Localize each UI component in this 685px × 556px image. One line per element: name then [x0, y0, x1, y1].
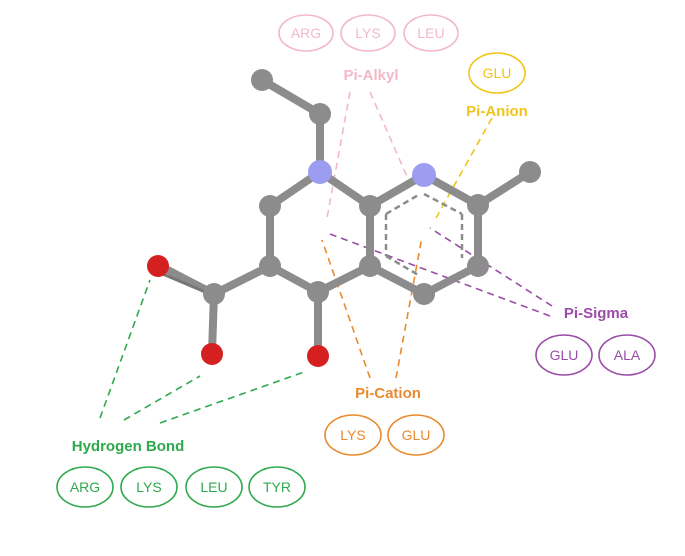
carbon-atom [309, 103, 331, 125]
carbon-atom [413, 283, 435, 305]
residue-label: GLU [550, 347, 579, 363]
residue-label: LYS [136, 479, 161, 495]
hbond-line-2 [123, 375, 201, 421]
residue-pill[interactable] [468, 52, 526, 94]
pi-alkyl-group: ARG LYS LEU Pi-Alkyl [278, 14, 459, 84]
residue-pill[interactable] [56, 466, 114, 508]
hbond-line-3 [159, 371, 305, 424]
carbon-atom [307, 281, 329, 303]
pi-alkyl-line-1 [326, 91, 351, 219]
pi-sigma-line-1 [329, 233, 551, 317]
nitrogen-atom [412, 163, 436, 187]
nitrogen-atom [308, 160, 332, 184]
molecule-atoms [147, 69, 541, 367]
oxygen-atom [307, 345, 329, 367]
oxygen-atom [201, 343, 223, 365]
aromatic-dashes [261, 192, 464, 278]
carbon-atom [467, 255, 489, 277]
residue-pill[interactable] [598, 334, 656, 376]
residue-pill[interactable] [120, 466, 178, 508]
pi-sigma-label: Pi-Sigma [564, 305, 629, 322]
residue-label: LEU [417, 25, 444, 41]
residue-label: TYR [263, 479, 291, 495]
pi-sigma-line-2 [429, 227, 553, 307]
carbon-atom [359, 255, 381, 277]
residue-label: LYS [340, 427, 365, 443]
hydrogen-bond-group: Hydrogen Bond ARG LYS LEU TYR [56, 438, 306, 508]
residue-label: GLU [402, 427, 431, 443]
pi-anion-label: Pi-Anion [466, 103, 528, 120]
carbon-atom [259, 195, 281, 217]
pi-alkyl-label: Pi-Alkyl [343, 67, 398, 84]
pi-alkyl-line-2 [369, 91, 413, 189]
pi-cation-group: Pi-Cation LYS GLU [324, 385, 445, 456]
carbon-atom [359, 195, 381, 217]
hydrogen-bond-label: Hydrogen Bond [72, 438, 185, 455]
carbon-atom [467, 194, 489, 216]
residue-label: ARG [291, 25, 321, 41]
oxygen-atom [147, 255, 169, 277]
pi-anion-group: GLU Pi-Anion [466, 52, 528, 120]
residue-pill[interactable] [278, 14, 334, 52]
pi-cation-line-1 [321, 239, 371, 379]
residue-label: GLU [483, 65, 512, 81]
carbon-atom [203, 283, 225, 305]
pi-cation-line-2 [395, 236, 423, 379]
carbon-atom [519, 161, 541, 183]
residue-pill[interactable] [403, 14, 459, 52]
pi-cation-label: Pi-Cation [355, 385, 421, 402]
residue-label: ARG [70, 479, 100, 495]
carbon-atom [259, 255, 281, 277]
residue-pill[interactable] [185, 466, 243, 508]
residue-label: LYS [355, 25, 380, 41]
residue-label: ALA [614, 347, 641, 363]
residue-pill[interactable] [324, 414, 382, 456]
residue-pill[interactable] [387, 414, 445, 456]
pi-sigma-group: Pi-Sigma GLU ALA [535, 305, 656, 376]
hbond-line-1 [99, 279, 151, 419]
residue-pill[interactable] [340, 14, 396, 52]
carbon-atom [251, 69, 273, 91]
residue-pill[interactable] [248, 466, 306, 508]
residue-label: LEU [200, 479, 227, 495]
residue-pill[interactable] [535, 334, 593, 376]
